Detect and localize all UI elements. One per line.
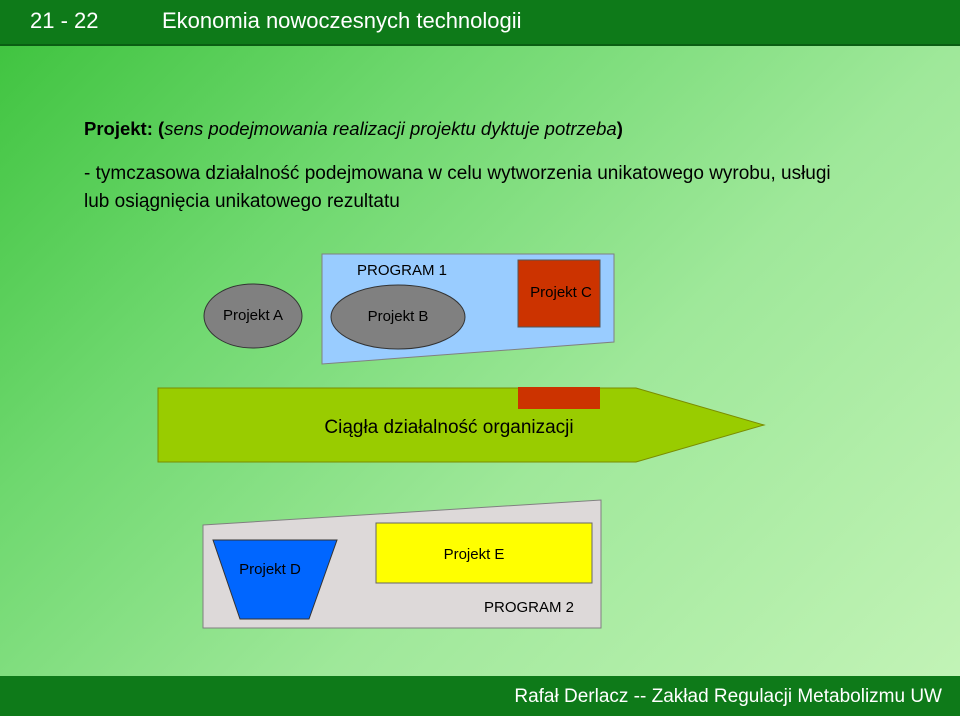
slide-footer: Rafał Derlacz -- Zakład Regulacji Metabo… [0, 676, 960, 716]
project-c-box [517, 259, 601, 328]
paren-close: ) [616, 118, 623, 139]
definition-text: - tymczasowa działalność podejmowana w c… [84, 163, 831, 212]
definition-heading: Projekt: (sens podejmowania realizacji p… [84, 118, 623, 140]
definition-note: sens podejmowania realizacji projektu dy… [164, 118, 617, 139]
project-d-label: Projekt D [239, 561, 301, 578]
continuous-activity-label: Ciągła działalność organizacji [324, 417, 573, 438]
paren-open: ( [152, 118, 165, 139]
project-d-shape [212, 539, 338, 620]
slide-number: 21 - 22 [30, 8, 99, 33]
definition-term: Projekt: [84, 118, 153, 139]
slide-header: 21 - 22 Ekonomia nowoczesnych technologi… [0, 0, 960, 46]
project-c-label: Projekt C [530, 284, 592, 301]
project-e-label: Projekt E [444, 546, 505, 563]
program1-label: PROGRAM 1 [357, 262, 447, 279]
project-e-box [375, 522, 593, 584]
slide-title: Ekonomia nowoczesnych technologii [162, 8, 522, 33]
project-a-ellipse [203, 283, 303, 349]
project-c-overlap [518, 387, 600, 409]
footer-credit: Rafał Derlacz -- Zakład Regulacji Metabo… [514, 686, 942, 707]
program2-label: PROGRAM 2 [484, 599, 574, 616]
project-b-ellipse [330, 284, 466, 350]
project-b-label: Projekt B [368, 308, 429, 325]
project-a-label: Projekt A [223, 307, 283, 324]
